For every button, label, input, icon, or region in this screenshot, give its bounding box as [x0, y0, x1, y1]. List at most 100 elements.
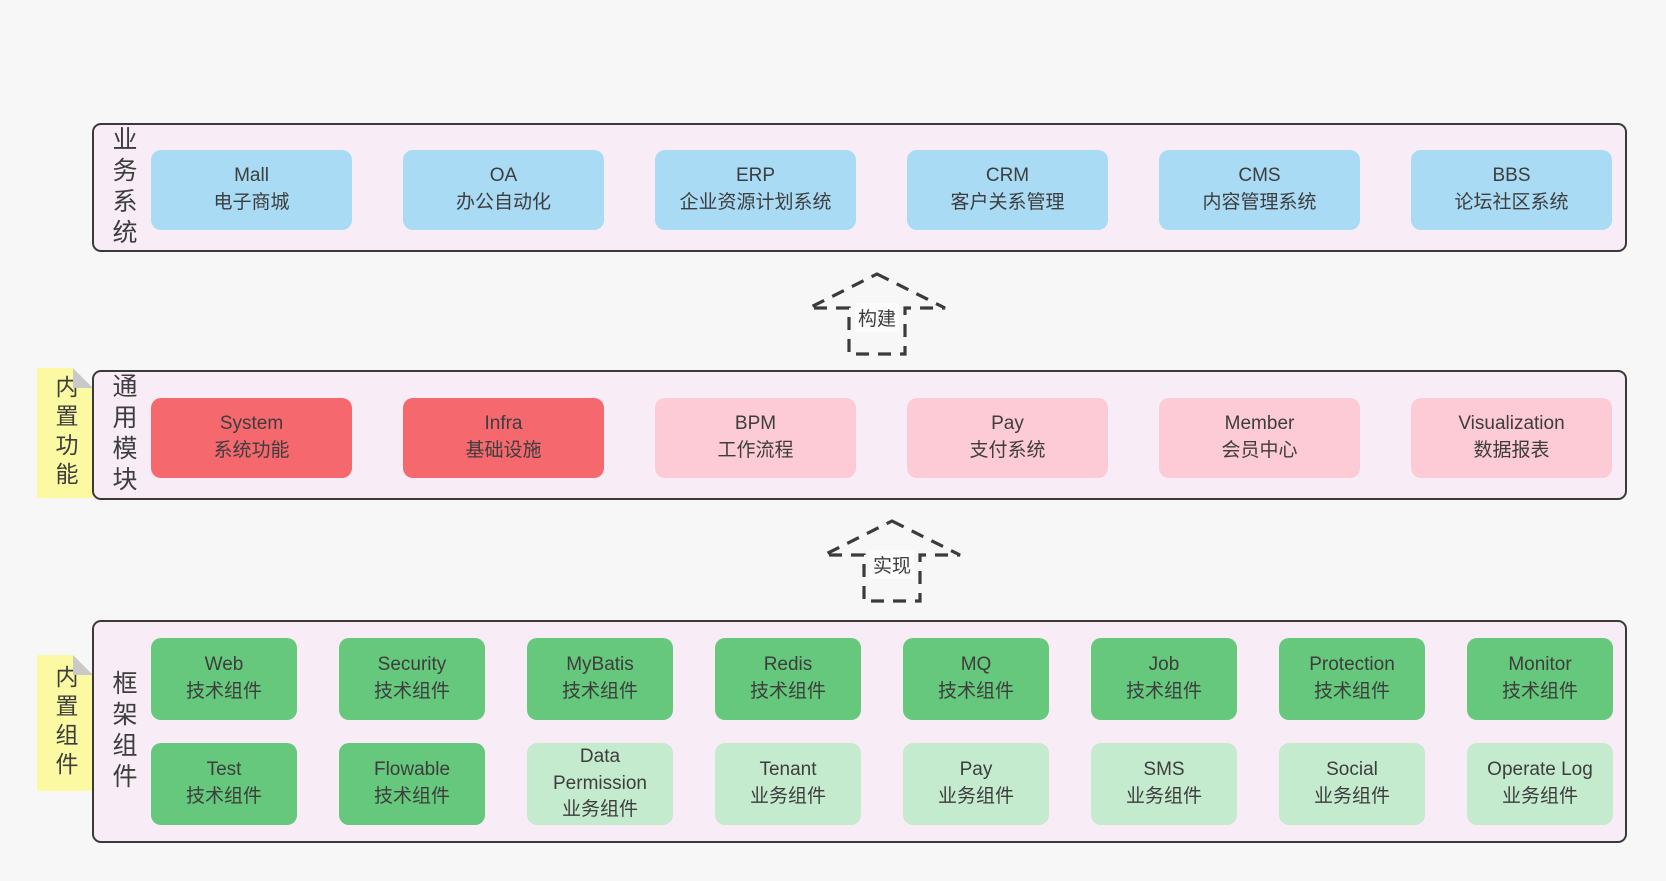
box-mall: Mall 电子商城: [151, 150, 352, 230]
box-subtitle: 业务组件: [749, 786, 826, 807]
box-title: BBS: [1492, 165, 1531, 187]
box-system: System 系统功能: [151, 398, 352, 478]
box-title: Tenant: [759, 759, 817, 781]
box-protection: Protection 技术组件: [1279, 638, 1425, 720]
box-job: Job 技术组件: [1091, 638, 1237, 720]
box-subtitle: 技术组件: [1313, 681, 1390, 702]
box-redis: Redis 技术组件: [715, 638, 861, 720]
box-subtitle: 业务组件: [1501, 786, 1578, 807]
box-subtitle: 支付系统: [969, 440, 1046, 461]
box-subtitle: 内容管理系统: [1202, 192, 1317, 213]
box-subtitle: 基础设施: [465, 440, 542, 461]
box-title: MyBatis: [566, 654, 634, 676]
box-bbs: BBS 论坛社区系统: [1411, 150, 1612, 230]
arrow-build-label: 构建: [854, 303, 900, 332]
box-title: Data Permission: [553, 745, 647, 794]
band-title-vertical: 通用模块: [109, 373, 137, 497]
box-subtitle: 技术组件: [185, 681, 262, 702]
box-title: Job: [1148, 654, 1180, 676]
box-security: Security 技术组件: [339, 638, 485, 720]
box-title: OA: [489, 165, 518, 187]
box-subtitle: 技术组件: [937, 681, 1014, 702]
band-framework-components: 框架组件 Web 技术组件 Security 技术组件 MyBatis 技术组件…: [92, 620, 1627, 843]
box-title: Infra: [484, 413, 523, 435]
box-title: MQ: [960, 654, 992, 676]
box-subtitle: 工作流程: [717, 440, 794, 461]
box-web: Web 技术组件: [151, 638, 297, 720]
box-title: Redis: [763, 654, 813, 676]
box-subtitle: 会员中心: [1221, 440, 1298, 461]
band-title-vertical: 业务系统: [109, 125, 137, 250]
framework-components-row-2: Test 技术组件 Flowable 技术组件 Data Permission …: [151, 743, 1613, 825]
box-subtitle: 系统功能: [213, 440, 290, 461]
box-erp: ERP 企业资源计划系统: [655, 150, 856, 230]
box-monitor: Monitor 技术组件: [1467, 638, 1613, 720]
business-systems-row: Mall 电子商城 OA 办公自动化 ERP 企业资源计划系统 CRM 客户关系…: [151, 150, 1612, 230]
box-subtitle: 论坛社区系统: [1454, 192, 1569, 213]
box-title: Web: [204, 654, 244, 676]
box-subtitle: 技术组件: [1501, 681, 1578, 702]
band-common-modules: 通用模块 System 系统功能 Infra 基础设施 BPM 工作流程 Pay…: [92, 370, 1627, 500]
box-title: Flowable: [373, 759, 451, 781]
box-subtitle: 技术组件: [561, 681, 638, 702]
band-title-vertical: 框架组件: [109, 669, 137, 794]
box-title: Mall: [234, 165, 269, 187]
framework-components-row-1: Web 技术组件 Security 技术组件 MyBatis 技术组件 Redi…: [151, 638, 1613, 720]
box-title: Protection: [1309, 654, 1395, 676]
box-title: System: [219, 413, 284, 435]
box-operate-log: Operate Log 业务组件: [1467, 743, 1613, 825]
box-subtitle: 业务组件: [937, 786, 1014, 807]
box-mybatis: MyBatis 技术组件: [527, 638, 673, 720]
box-title: Pay: [959, 759, 993, 781]
box-subtitle: 业务组件: [1125, 786, 1202, 807]
box-subtitle: 业务组件: [561, 799, 638, 821]
box-subtitle: 业务组件: [1313, 786, 1390, 807]
band-business-systems: 业务系统 Mall 电子商城 OA 办公自动化 ERP 企业资源计划系统 CRM…: [92, 123, 1627, 252]
box-title: Security: [377, 654, 447, 676]
box-subtitle: 电子商城: [213, 192, 290, 213]
box-test: Test 技术组件: [151, 743, 297, 825]
box-cms: CMS 内容管理系统: [1159, 150, 1360, 230]
box-subtitle: 办公自动化: [455, 192, 551, 213]
box-tenant: Tenant 业务组件: [715, 743, 861, 825]
box-subtitle: 技术组件: [749, 681, 826, 702]
box-title: Pay: [991, 413, 1024, 435]
box-flowable: Flowable 技术组件: [339, 743, 485, 825]
sticky-note-builtin-features: 内置功能: [37, 368, 93, 498]
arrow-implement: 实现: [821, 519, 963, 603]
dashed-up-arrow-icon: [808, 272, 946, 356]
box-title: SMS: [1143, 759, 1185, 781]
box-title: ERP: [735, 165, 776, 187]
box-pay-system: Pay 支付系统: [907, 398, 1108, 478]
sticky-note-label: 内置功能: [52, 375, 78, 491]
box-title: Social: [1326, 759, 1378, 781]
box-subtitle: 企业资源计划系统: [679, 192, 832, 213]
arrow-build: 构建: [806, 272, 948, 356]
common-modules-row: System 系统功能 Infra 基础设施 BPM 工作流程 Pay 支付系统…: [151, 398, 1612, 478]
box-title: Test: [206, 759, 242, 781]
box-subtitle: 数据报表: [1473, 440, 1550, 461]
box-title: CRM: [985, 165, 1030, 187]
box-oa: OA 办公自动化: [403, 150, 604, 230]
box-data-permission: Data Permission 业务组件: [527, 743, 673, 825]
box-mq: MQ 技术组件: [903, 638, 1049, 720]
box-title: CMS: [1238, 165, 1281, 187]
box-title: Monitor: [1508, 654, 1572, 676]
box-subtitle: 技术组件: [373, 786, 450, 807]
box-pay-component: Pay 业务组件: [903, 743, 1049, 825]
box-social: Social 业务组件: [1279, 743, 1425, 825]
sticky-note-label: 内置组件: [52, 665, 78, 781]
dashed-up-arrow-icon: [823, 519, 961, 603]
box-subtitle: 技术组件: [185, 786, 262, 807]
box-member: Member 会员中心: [1159, 398, 1360, 478]
box-subtitle: 客户关系管理: [950, 192, 1065, 213]
box-subtitle: 技术组件: [1125, 681, 1202, 702]
box-infra: Infra 基础设施: [403, 398, 604, 478]
box-visualization: Visualization 数据报表: [1411, 398, 1612, 478]
box-title: Visualization: [1458, 413, 1565, 435]
box-bpm: BPM 工作流程: [655, 398, 856, 478]
box-title: Member: [1224, 413, 1295, 435]
box-sms: SMS 业务组件: [1091, 743, 1237, 825]
box-subtitle: 技术组件: [373, 681, 450, 702]
arrow-implement-label: 实现: [869, 550, 915, 579]
